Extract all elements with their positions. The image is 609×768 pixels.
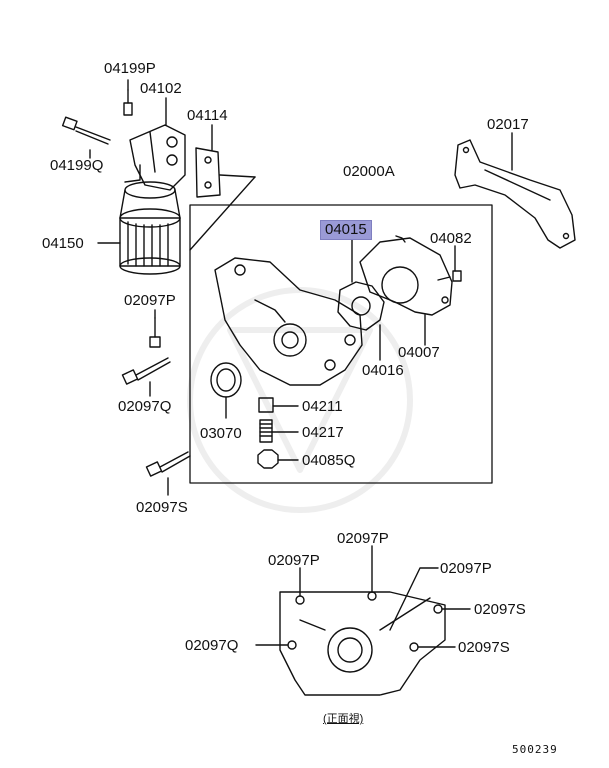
bolt-02097S-icon: [145, 451, 191, 477]
bolt-02097Q-icon: [121, 357, 171, 385]
part-label-02097S-bottom[interactable]: 02097S: [458, 639, 510, 656]
part-label-04199P[interactable]: 04199P: [104, 60, 156, 77]
part-label-02017[interactable]: 02017: [487, 116, 529, 133]
part-label-02097P[interactable]: 02097P: [124, 292, 176, 309]
gasket-04114-icon: [195, 147, 221, 198]
part-label-04085Q[interactable]: 04085Q: [302, 452, 356, 469]
part-label-02097P-top[interactable]: 02097P: [337, 530, 389, 547]
box-connector: [189, 176, 256, 251]
part-label-04102[interactable]: 04102: [140, 80, 182, 97]
screw-04082-icon: [437, 270, 462, 282]
gasket-02017-icon: [454, 139, 576, 249]
pump-front-view-icon: [279, 591, 446, 696]
oil-filter-04150-icon: [119, 181, 181, 275]
part-label-04007[interactable]: 04007: [398, 344, 440, 361]
nut-04085Q-icon: [257, 449, 279, 469]
part-label-02097S[interactable]: 02097S: [136, 499, 188, 516]
part-label-04015-highlighted[interactable]: 04015: [320, 220, 372, 240]
pump-cover-04007-icon: [359, 237, 453, 316]
part-label-02097Q[interactable]: 02097Q: [118, 398, 172, 415]
part-label-04199Q[interactable]: 04199Q: [50, 157, 104, 174]
diagram-code: 500239: [512, 743, 558, 756]
filter-bracket-04102-icon: [124, 124, 186, 191]
part-label-02000A[interactable]: 02000A: [343, 163, 395, 180]
part-label-02097Q-bottom[interactable]: 02097Q: [185, 637, 239, 654]
bolt-04199Q-icon: [61, 116, 111, 145]
view-caption: (正面視): [323, 713, 364, 725]
part-label-04114[interactable]: 04114: [187, 107, 228, 124]
bolt-04199P-icon: [123, 89, 133, 116]
oil-seal-03070-icon: [210, 362, 242, 398]
part-label-02097S-right[interactable]: 02097S: [474, 601, 526, 618]
part-label-04016[interactable]: 04016: [362, 362, 404, 379]
assembly-box: [189, 204, 493, 484]
spring-04217-icon: [259, 419, 273, 443]
part-label-02097P-right[interactable]: 02097P: [440, 560, 492, 577]
part-label-04211[interactable]: 04211: [302, 398, 343, 415]
part-label-04082[interactable]: 04082: [430, 230, 472, 247]
plunger-04211-icon: [258, 397, 274, 413]
part-label-02097P-left[interactable]: 02097P: [268, 552, 320, 569]
part-label-03070[interactable]: 03070: [200, 425, 242, 442]
bolt-02097P-icon: [149, 317, 161, 348]
outer-rotor-04016-icon: [337, 281, 385, 331]
part-label-04217[interactable]: 04217: [302, 424, 344, 441]
part-label-04150[interactable]: 04150: [42, 235, 84, 252]
oil-pump-body-icon: [214, 257, 363, 386]
